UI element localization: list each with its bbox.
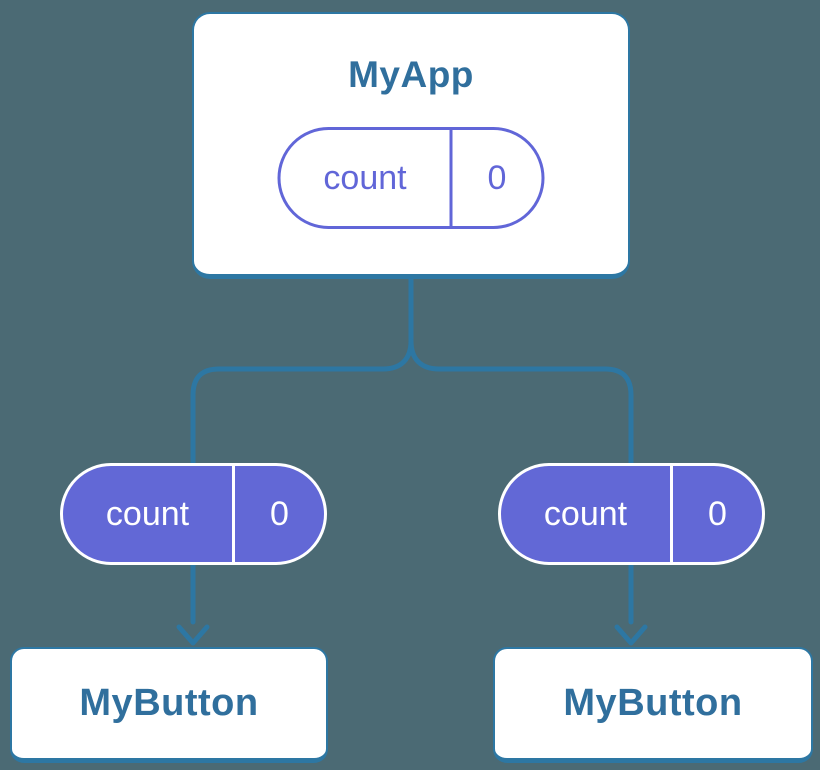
pill-divider xyxy=(232,466,235,562)
component-node-mybutton: MyButton xyxy=(493,647,813,763)
component-node-myapp: MyApp count 0 xyxy=(192,12,630,279)
connector-left-branch xyxy=(190,338,414,625)
connector-right-branch xyxy=(408,338,634,625)
pill-divider xyxy=(670,466,673,562)
prop-name-label: count xyxy=(105,494,190,533)
component-title: MyApp xyxy=(348,54,474,95)
prop-value: 0 xyxy=(270,494,289,533)
arrow-down-icon xyxy=(176,624,210,646)
arrow-down-icon xyxy=(614,624,648,646)
state-pill: count 0 xyxy=(277,127,545,229)
prop-value: 0 xyxy=(708,494,727,533)
state-name-label: count xyxy=(323,158,407,197)
prop-name-label: count xyxy=(543,494,628,533)
component-node-mybutton: MyButton xyxy=(10,647,328,763)
prop-pill: count 0 xyxy=(498,463,765,565)
state-value: 0 xyxy=(487,158,507,197)
pill-divider xyxy=(449,130,453,226)
prop-pill: count 0 xyxy=(60,463,327,565)
